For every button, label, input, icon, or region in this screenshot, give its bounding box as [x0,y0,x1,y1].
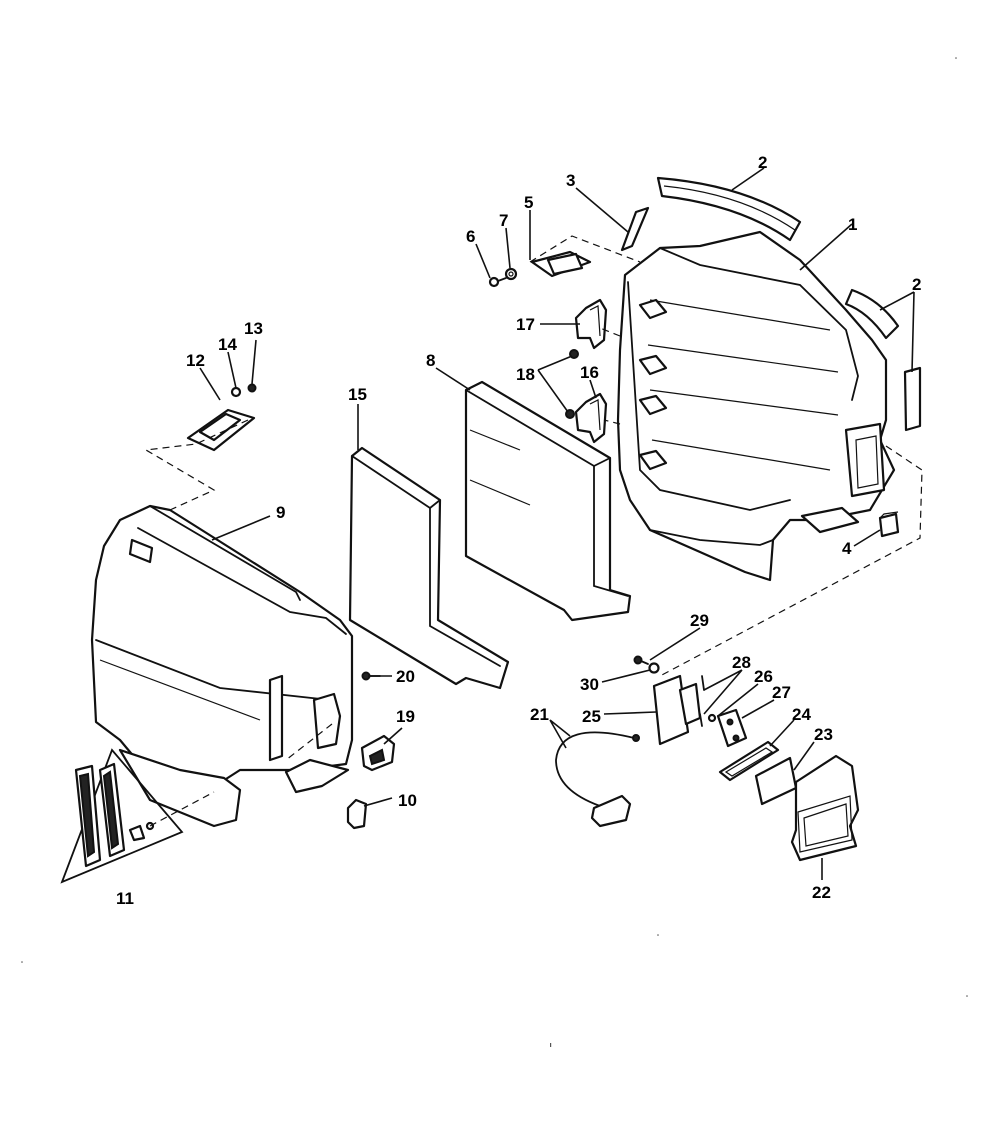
callout-26: 26 [754,667,773,686]
part-10-block [346,798,368,830]
assembly-dashed-lines [144,235,923,827]
part-27-latch-plate [716,708,748,748]
callout-3: 3 [566,171,575,190]
part-2-side-trim-strip [844,288,900,340]
callout-25: 25 [582,707,601,726]
part-18-screws [565,349,579,419]
callout-6: 6 [466,227,475,246]
callout-19: 19 [396,707,415,726]
callout-1: 1 [848,215,857,234]
callout-labels: 1 2 2 3 4 5 6 7 8 9 10 11 12 13 14 15 16… [116,153,921,908]
callout-7: 7 [499,211,508,230]
callout-29: 29 [690,611,709,630]
part-24-gasket [718,740,780,782]
callout-22: 22 [812,883,831,902]
part-17-hinge [574,298,608,350]
part-16-hinge [574,392,608,444]
callout-28: 28 [732,653,751,672]
callout-13: 13 [244,319,263,338]
callout-14: 14 [218,335,237,354]
part-29-screw [633,655,649,665]
part-23-filter-pad [754,756,798,806]
callout-30: 30 [580,675,599,694]
part-6-screw [488,276,507,288]
scan-specks [21,57,968,1047]
callout-5: 5 [524,193,533,212]
callout-27: 27 [772,683,791,702]
part-26-washer [707,713,717,723]
callout-11: 11 [116,889,134,908]
part-13-screw [247,383,257,393]
callout-21: 21 [530,705,549,724]
part-12-latch-bracket [186,408,256,452]
callout-4: 4 [842,539,852,558]
callout-9: 9 [276,503,285,522]
callout-20: 20 [396,667,415,686]
part-30-washer [648,662,660,674]
callout-8: 8 [426,351,435,370]
part-5-latch-bracket [530,250,592,278]
part-28-pins [699,675,705,727]
callout-23: 23 [814,725,833,744]
part-8-acoustic-panel [464,380,632,622]
callout-16: 16 [580,363,599,382]
part-25-mounting-plate [652,674,702,746]
part-9-front-cowl [90,504,354,828]
part-15-foam-panel [348,446,510,690]
callout-2-side: 2 [912,275,921,294]
callout-15: 15 [348,385,367,404]
callout-24: 24 [792,705,811,724]
part-22-intake-grille [790,754,860,862]
callout-18: 18 [516,365,535,384]
part-11-vent-kit [60,748,184,884]
part-14-washer [230,386,242,398]
callout-10: 10 [398,791,417,810]
callout-12: 12 [186,351,205,370]
part-4-block [878,511,900,538]
part-19-switch-block [360,734,396,772]
part-21-cable [555,731,640,828]
part-7-washer [504,267,518,281]
leader-lines [199,167,915,880]
part-1-rear-cowl [616,230,896,582]
part-2-top-trim-strip [656,176,802,242]
callout-17: 17 [516,315,535,334]
part-2-side-trim-clip [903,366,922,432]
part-3-trim-piece [620,206,650,252]
callout-2-top: 2 [758,153,767,172]
